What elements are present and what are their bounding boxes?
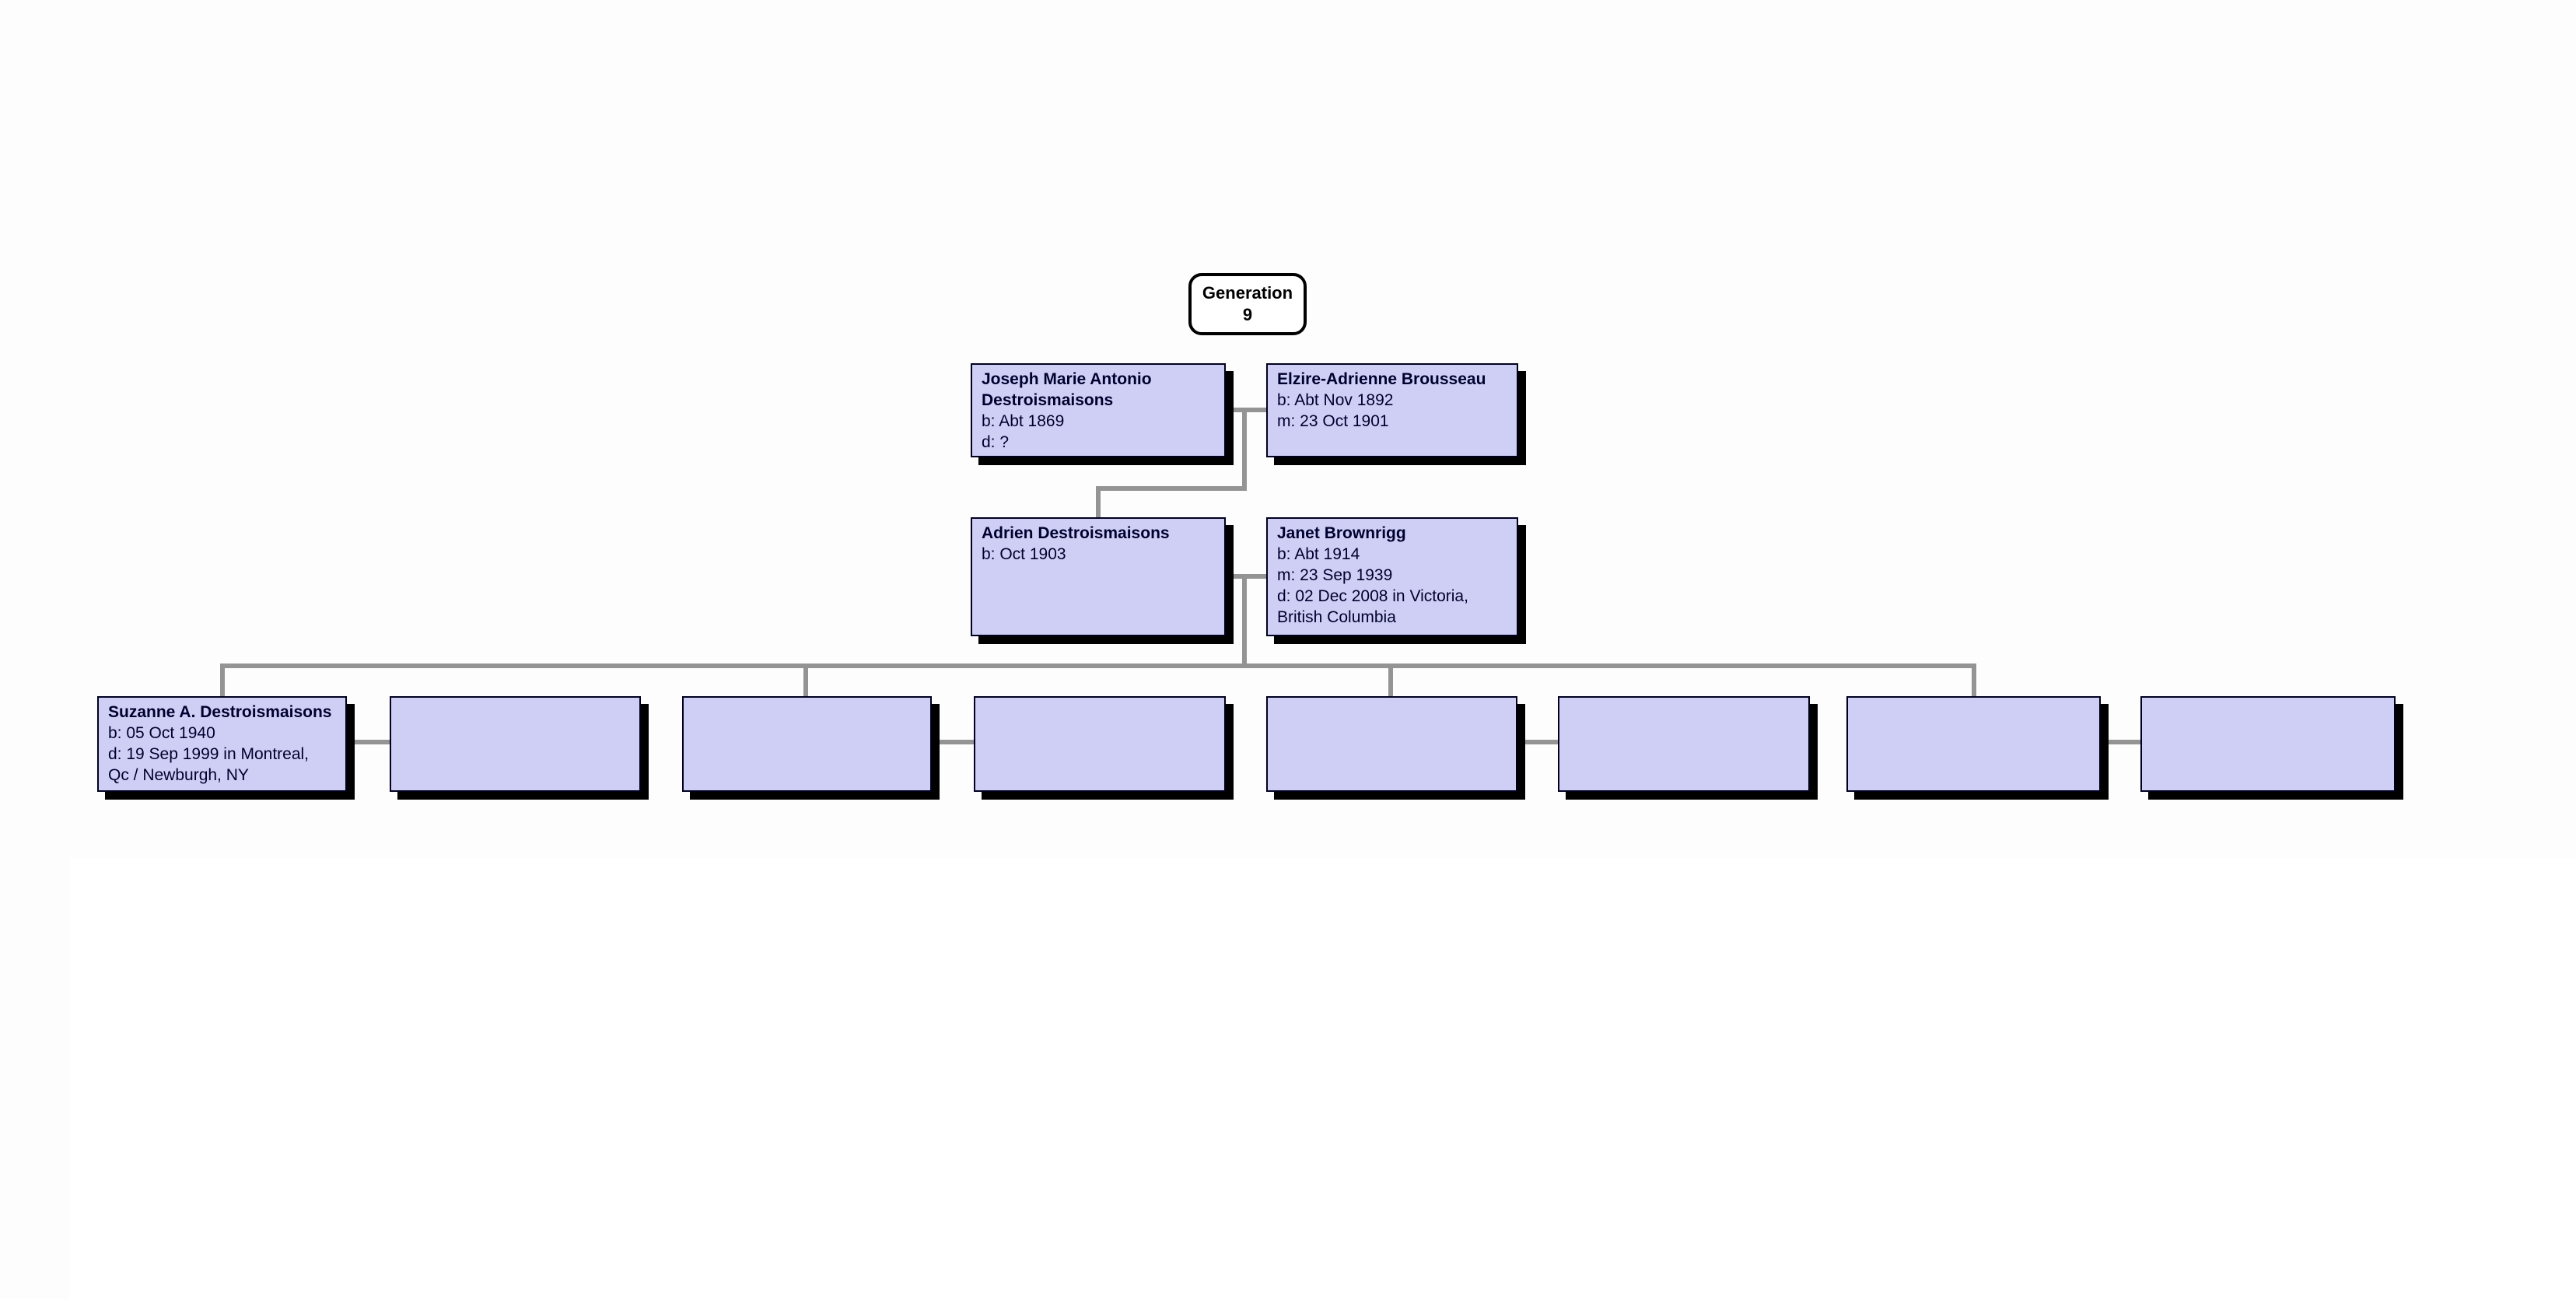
person-box-empty-2[interactable] xyxy=(682,696,932,792)
connector-child4-drop xyxy=(1972,664,1976,699)
connector-elbow-horizontal xyxy=(1096,486,1247,491)
person-details: b: Oct 1903 xyxy=(982,545,1066,563)
person-box-elzire[interactable]: Elzire-Adrienne Brousseau b: Abt Nov 189… xyxy=(1266,363,1518,457)
person-box-suzanne[interactable]: Suzanne A. Destroismaisons b: 05 Oct 194… xyxy=(97,696,347,792)
connector-spouse3 xyxy=(1510,740,1566,744)
person-name: Janet Brownrigg xyxy=(1277,524,1406,542)
person-name: Elzire-Adrienne Brousseau xyxy=(1277,370,1486,388)
person-box-empty-4[interactable] xyxy=(1266,696,1517,792)
person-box-empty-5[interactable] xyxy=(1558,696,1810,792)
person-box-empty-3[interactable] xyxy=(974,696,1226,792)
person-details: b: Abt 1869 d: ? xyxy=(982,412,1065,451)
connector-spouse4 xyxy=(2093,740,2148,744)
connector-spouse2 xyxy=(924,740,982,744)
connector-couple2-drop xyxy=(1242,574,1247,668)
person-name: Joseph Marie Antonio Destroismaisons xyxy=(982,370,1152,409)
generation-label: Generation 9 xyxy=(1188,273,1307,335)
connector-child3-drop xyxy=(1388,664,1393,699)
person-box-adrien[interactable]: Adrien Destroismaisons b: Oct 1903 xyxy=(971,517,1226,636)
connector-sibling-line xyxy=(221,664,1976,668)
connector-spouse1 xyxy=(339,740,397,744)
person-name: Adrien Destroismaisons xyxy=(982,524,1170,542)
person-name: Suzanne A. Destroismaisons xyxy=(108,703,332,721)
person-details: b: 05 Oct 1940 d: 19 Sep 1999 in Montrea… xyxy=(108,724,310,784)
person-details: b: Abt 1914 m: 23 Sep 1939 d: 02 Dec 200… xyxy=(1277,545,1468,626)
person-box-janet[interactable]: Janet Brownrigg b: Abt 1914 m: 23 Sep 19… xyxy=(1266,517,1518,636)
person-box-empty-1[interactable] xyxy=(390,696,641,792)
connector-couple1-drop xyxy=(1242,408,1247,490)
connector-child1-drop xyxy=(220,664,225,699)
person-box-empty-6[interactable] xyxy=(1846,696,2101,792)
connector-elbow-drop xyxy=(1096,486,1101,519)
page-boundary xyxy=(70,858,2576,1299)
person-details: b: Abt Nov 1892 m: 23 Oct 1901 xyxy=(1277,391,1394,430)
connector-child2-drop xyxy=(803,664,808,699)
person-box-joseph[interactable]: Joseph Marie Antonio Destroismaisons b: … xyxy=(971,363,1226,457)
person-box-empty-7[interactable] xyxy=(2140,696,2396,792)
